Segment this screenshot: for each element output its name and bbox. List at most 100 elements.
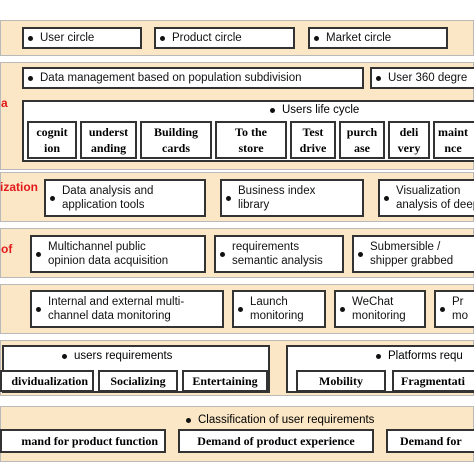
box-business-index-library: Business index library	[220, 179, 364, 217]
bullet-icon	[376, 75, 381, 81]
panel-title: Users life cycle	[270, 103, 359, 117]
req-mobility: Mobility	[296, 370, 386, 392]
box-product-circle: Product circle	[154, 27, 295, 49]
box-multichannel-monitoring: Internal and external multi-channel data…	[30, 290, 224, 328]
box-data-management: Data management based on population subd…	[22, 67, 364, 89]
demand-product-experience: Demand of product experience	[178, 429, 374, 453]
box-line: opinion data acquisition	[48, 255, 169, 267]
demand-for: Demand for	[386, 429, 474, 453]
stage-building-cards: Building cards	[140, 121, 212, 159]
box-line: requirements	[232, 241, 300, 253]
box-line: analysis of deep	[396, 199, 474, 211]
stage-line: cards	[162, 141, 190, 155]
stage-line: ion	[43, 141, 60, 155]
bullet-icon	[358, 251, 363, 257]
stage-line: underst	[88, 125, 129, 139]
cell-text: Demand for	[400, 434, 462, 448]
stage-line: deli	[399, 125, 419, 139]
req-individualization: dividualization	[0, 370, 94, 392]
stage-line: very	[397, 141, 421, 155]
bullet-icon	[340, 306, 345, 312]
bullet-icon	[36, 306, 41, 312]
box-visualization-analysis: Visualization analysis of deep	[378, 179, 474, 217]
bullet-icon	[186, 417, 191, 423]
bullet-icon	[440, 306, 445, 312]
box-line: library	[238, 199, 270, 211]
box-line: Multichannel public	[48, 241, 146, 253]
box-line: Visualization	[396, 185, 461, 197]
box-opinion-acquisition: Multichannel public opinion data acquisit…	[30, 235, 206, 273]
bullet-icon	[36, 251, 41, 257]
box-submersible: Submersible / shipper grabbed	[352, 235, 474, 273]
bullet-icon	[220, 251, 225, 257]
bullet-icon	[28, 75, 33, 81]
box-user-circle: User circle	[22, 27, 142, 49]
stage-delivery: deli very	[388, 121, 430, 159]
panel-title-text: Classification of user requirements	[198, 414, 375, 426]
stage-to-the-store: To the store	[215, 121, 287, 159]
box-label: Product circle	[172, 32, 242, 44]
bullet-icon	[226, 195, 231, 201]
panel-title-text: users requirements	[74, 350, 173, 362]
stage-understanding: underst anding	[80, 121, 137, 159]
box-line: WeChat	[352, 296, 394, 308]
cell-text: Mobility	[319, 374, 363, 388]
box-line: application tools	[62, 199, 145, 211]
stage-line: ase	[354, 141, 370, 155]
demand-product-function: mand for product function	[0, 429, 166, 453]
stage-line: maint	[438, 125, 468, 139]
bullet-icon	[376, 353, 381, 359]
stage-line: Building	[153, 125, 199, 139]
layer-label-4: of	[1, 242, 13, 256]
box-user-360: User 360 degre	[370, 67, 474, 89]
stage-line: anding	[90, 141, 127, 155]
req-fragmentation: Fragmentati	[392, 370, 474, 392]
box-label: Data management based on population subd…	[40, 72, 302, 84]
panel-title-text: Users life cycle	[282, 104, 360, 116]
box-wechat-monitoring: WeChat monitoring	[334, 290, 426, 328]
classification-title: Classification of user requirements	[186, 413, 374, 427]
req-entertaining: Entertaining	[182, 370, 268, 392]
box-line: Pr	[452, 296, 464, 308]
cell-text: Demand of product experience	[197, 434, 355, 448]
panel-title-text: Platforms requ	[388, 350, 463, 362]
box-line: monitoring	[352, 310, 406, 322]
cell-text: mand for product function	[21, 434, 158, 448]
stage-line: nce	[444, 141, 462, 155]
box-market-circle: Market circle	[308, 27, 448, 49]
bullet-icon	[314, 35, 319, 41]
bullet-icon	[270, 107, 275, 113]
stage-purchase: purch ase	[339, 121, 385, 159]
stage-line: cognit	[36, 125, 68, 139]
stage-line: purch	[346, 125, 378, 139]
layer-label-3: ization	[0, 180, 38, 194]
box-line: Submersible /	[370, 241, 441, 253]
stage-line: drive	[299, 141, 327, 155]
box-line: semantic analysis	[232, 255, 323, 267]
cell-text: Fragmentati	[401, 374, 465, 388]
stage-maintenance: maint nce	[433, 121, 474, 159]
req-socializing: Socializing	[98, 370, 178, 392]
box-line: Internal and external multi-	[48, 296, 185, 308]
box-label: User 360 degre	[388, 72, 468, 84]
box-data-analysis-tools: Data analysis and application tools	[44, 179, 206, 217]
stage-cognition: cognit ion	[27, 121, 77, 159]
panel-title: users requirements	[62, 349, 172, 363]
bullet-icon	[160, 35, 165, 41]
box-line: shipper grabbed	[370, 255, 454, 267]
bullet-icon	[50, 195, 55, 201]
box-line: Data analysis and	[62, 185, 154, 197]
stage-line: To the	[235, 125, 267, 139]
bullet-icon	[62, 353, 67, 359]
panel-title: Platforms requ	[376, 349, 463, 363]
bullet-icon	[384, 195, 389, 201]
box-line: Business index	[238, 185, 316, 197]
cell-text: dividualization	[11, 374, 88, 388]
box-line: channel data monitoring	[48, 310, 171, 322]
bullet-icon	[28, 35, 33, 41]
stage-line: store	[238, 141, 264, 155]
box-label: Market circle	[326, 32, 392, 44]
cell-text: Socializing	[110, 374, 166, 388]
